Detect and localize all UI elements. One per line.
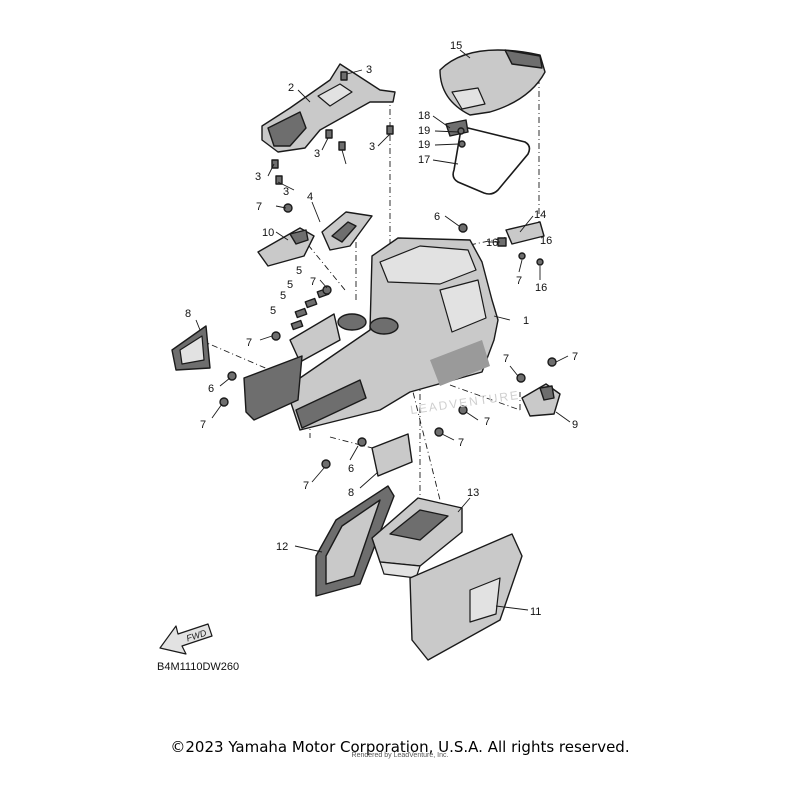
callout-7: 7	[246, 337, 252, 349]
callout-5: 5	[270, 305, 276, 317]
callout-8: 8	[348, 487, 354, 499]
callout-7: 7	[458, 437, 464, 449]
part-9-mount-bracket[interactable]	[521, 383, 561, 417]
callout-labels: 1 2 3 3 3 3 3 4 5 5 5 5 6 6 6 7 7 7 7 7 …	[185, 40, 578, 618]
part-8-lower-panel[interactable]	[371, 433, 413, 477]
callout-16: 16	[540, 235, 552, 247]
callout-3: 3	[283, 186, 289, 198]
part-16-screws	[518, 252, 544, 266]
left-trim-panel	[243, 355, 303, 421]
callout-10: 10	[262, 227, 274, 239]
part-10-switch-panel[interactable]	[257, 227, 315, 267]
callout-12: 12	[276, 541, 288, 553]
part-1-center-console[interactable]	[289, 237, 499, 431]
callout-9: 9	[572, 419, 578, 431]
callout-7: 7	[303, 480, 309, 492]
callout-2: 2	[288, 82, 294, 94]
callout-5: 5	[280, 290, 286, 302]
callout-7: 7	[310, 276, 316, 288]
callout-5: 5	[287, 279, 293, 291]
part-5-switches	[289, 287, 341, 363]
callout-3: 3	[314, 148, 320, 160]
render-credit: Rendered by LeadVenture, Inc.	[351, 752, 449, 759]
callout-19: 19	[418, 125, 430, 137]
callout-7: 7	[256, 201, 262, 213]
callout-3: 3	[366, 64, 372, 76]
leader-lines	[195, 49, 571, 611]
part-15-console-lid[interactable]	[439, 49, 546, 116]
part-2-upper-bracket[interactable]	[261, 63, 396, 153]
callout-14: 14	[534, 209, 546, 221]
callout-7: 7	[516, 275, 522, 287]
part-11-right-side-cover[interactable]	[409, 533, 523, 661]
callout-16: 16	[535, 282, 547, 294]
callout-1: 1	[523, 315, 529, 327]
callout-8: 8	[185, 308, 191, 320]
callout-6: 6	[348, 463, 354, 475]
forward-arrow-icon: FWD	[159, 623, 213, 655]
callout-7: 7	[503, 353, 509, 365]
callout-19: 19	[418, 139, 430, 151]
part-8-side-panel-left[interactable]	[171, 325, 211, 371]
callout-7: 7	[572, 351, 578, 363]
part-12-left-side-cover[interactable]	[315, 485, 395, 597]
callout-4: 4	[307, 191, 313, 203]
part-19-screw	[457, 127, 465, 135]
callout-17: 17	[418, 154, 430, 166]
callout-6: 6	[208, 383, 214, 395]
callout-13: 13	[467, 487, 479, 499]
part-17-lid-seal	[452, 127, 531, 195]
fasteners	[219, 203, 557, 469]
callout-7: 7	[484, 416, 490, 428]
callout-11: 11	[530, 606, 541, 618]
part-14-hinge-bracket[interactable]	[497, 221, 545, 247]
callout-3: 3	[255, 171, 261, 183]
callout-16: 16	[486, 237, 498, 249]
callout-6: 6	[434, 211, 440, 223]
diagram-code: B4M1110DW260	[157, 661, 239, 673]
callout-15: 15	[450, 40, 462, 52]
part-4-cover-plate[interactable]	[321, 211, 373, 251]
callout-7: 7	[200, 419, 206, 431]
part-13-storage-tray[interactable]	[371, 497, 463, 579]
callout-5: 5	[296, 265, 302, 277]
callout-18: 18	[418, 110, 430, 122]
callout-3: 3	[369, 141, 375, 153]
part-19-screw	[458, 140, 466, 148]
copyright-notice: ©2023 Yamaha Motor Corporation, U.S.A. A…	[170, 738, 630, 756]
